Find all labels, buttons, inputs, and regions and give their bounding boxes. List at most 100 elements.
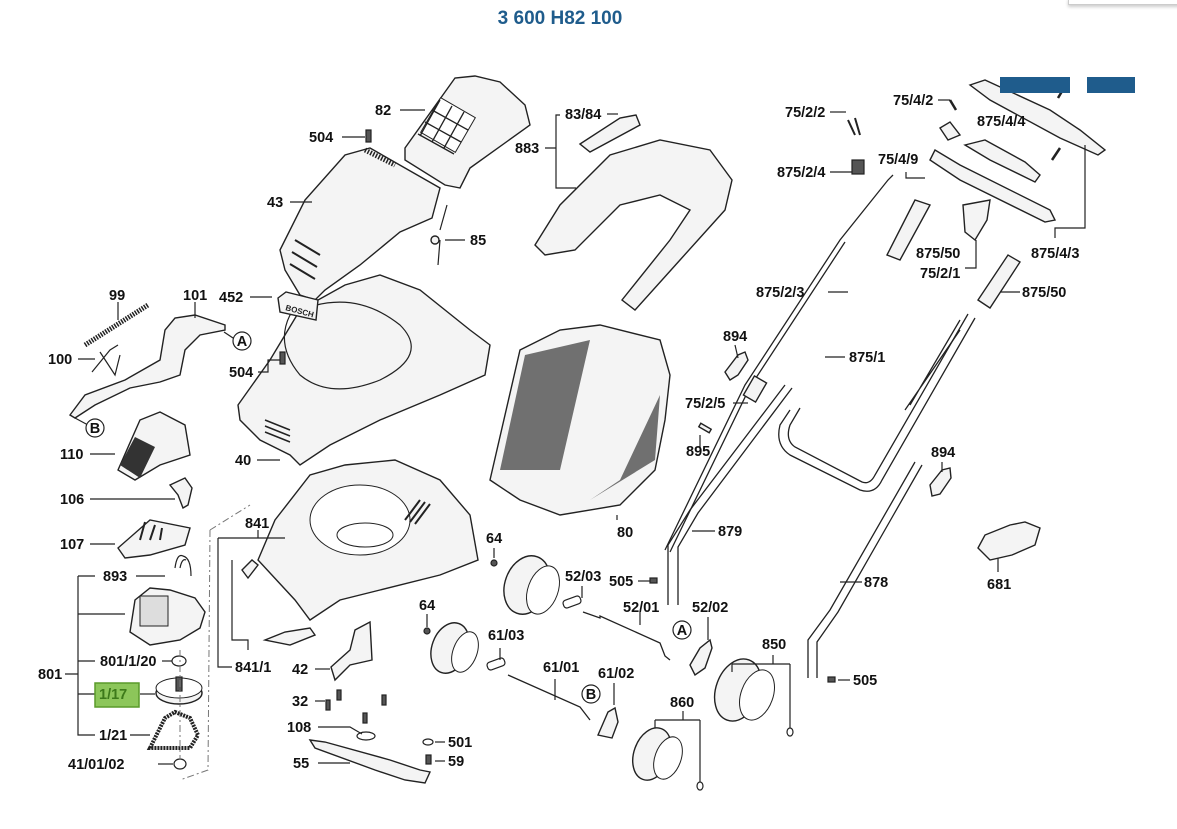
label-64-top[interactable]: 64 bbox=[486, 531, 502, 547]
label-801-1-20[interactable]: 801/1/20 bbox=[100, 654, 156, 670]
part-75-2-1-cup[interactable] bbox=[962, 199, 991, 242]
label-883[interactable]: 883 bbox=[515, 141, 539, 157]
part-875-4-3-handle-bar[interactable] bbox=[929, 149, 1057, 223]
part-841-1-flap[interactable] bbox=[262, 627, 317, 646]
label-894-right[interactable]: 894 bbox=[931, 445, 955, 461]
label-895[interactable]: 895 bbox=[686, 444, 710, 460]
label-504[interactable]: 504 bbox=[309, 130, 333, 146]
label-850[interactable]: 850 bbox=[762, 637, 786, 653]
part-110-cover[interactable] bbox=[117, 411, 191, 481]
label-80[interactable]: 80 bbox=[617, 525, 633, 541]
label-875-50-left[interactable]: 875/50 bbox=[916, 246, 960, 262]
label-860[interactable]: 860 bbox=[670, 695, 694, 711]
label-99[interactable]: 99 bbox=[109, 288, 125, 304]
label-43[interactable]: 43 bbox=[267, 195, 283, 211]
label-108[interactable]: 108 bbox=[287, 720, 311, 736]
label-61-03[interactable]: 61/03 bbox=[488, 628, 524, 644]
part-106-switch[interactable] bbox=[168, 477, 193, 510]
part-501-washer[interactable] bbox=[422, 738, 434, 746]
part-505-screw[interactable] bbox=[649, 577, 658, 584]
part-64-nut[interactable] bbox=[423, 627, 431, 635]
part-43-upper-housing[interactable] bbox=[279, 147, 441, 301]
part-875-50-tube[interactable] bbox=[886, 199, 932, 261]
label-85[interactable]: 85 bbox=[470, 233, 486, 249]
part-841-flap[interactable] bbox=[241, 559, 259, 580]
label-42[interactable]: 42 bbox=[292, 662, 308, 678]
label-75-2-5[interactable]: 75/2/5 bbox=[685, 396, 725, 412]
label-106[interactable]: 106 bbox=[60, 492, 84, 508]
part-504-screw[interactable] bbox=[365, 129, 372, 143]
part-875-1-upper-handle[interactable] bbox=[778, 313, 976, 492]
label-505-upper[interactable]: 505 bbox=[609, 574, 633, 590]
part-41-01-02-bearing[interactable] bbox=[173, 758, 187, 770]
label-841[interactable]: 841 bbox=[245, 516, 269, 532]
label-110[interactable]: 110 bbox=[60, 447, 83, 463]
part-40-chassis[interactable] bbox=[237, 274, 491, 466]
label-875-1[interactable]: 875/1 bbox=[849, 350, 885, 366]
label-82[interactable]: 82 bbox=[375, 103, 391, 119]
label-52-03[interactable]: 52/03 bbox=[565, 569, 601, 585]
label-40[interactable]: 40 bbox=[235, 453, 251, 469]
part-895-pin[interactable] bbox=[697, 422, 713, 434]
part-505-screw[interactable] bbox=[827, 676, 836, 683]
label-107[interactable]: 107 bbox=[60, 537, 84, 553]
label-75-4-9[interactable]: 75/4/9 bbox=[878, 152, 918, 168]
label-452[interactable]: 452 bbox=[219, 290, 243, 306]
part-wheel-front-left[interactable] bbox=[424, 617, 483, 678]
label-75-4-2[interactable]: 75/4/2 bbox=[893, 93, 933, 109]
part-64-nut[interactable] bbox=[490, 559, 498, 567]
part-801-motor[interactable] bbox=[129, 587, 206, 646]
part-99-spring[interactable] bbox=[83, 302, 150, 348]
label-83-84[interactable]: 83/84 bbox=[565, 107, 601, 123]
part-1-21-belt[interactable] bbox=[146, 709, 201, 750]
part-52-03-bushing[interactable] bbox=[562, 595, 582, 609]
part-wheel-rear-left[interactable] bbox=[496, 549, 566, 620]
label-75-2-1[interactable]: 75/2/1 bbox=[920, 266, 960, 282]
part-893-cable[interactable] bbox=[174, 554, 192, 577]
label-64-bottom[interactable]: 64 bbox=[419, 598, 435, 614]
label-879[interactable]: 879 bbox=[718, 524, 742, 540]
part-850-wheel[interactable] bbox=[706, 652, 781, 727]
label-841-1[interactable]: 841/1 bbox=[235, 660, 271, 676]
label-505-lower[interactable]: 505 bbox=[853, 673, 877, 689]
part-59-screw[interactable] bbox=[425, 754, 432, 765]
label-41-01-02[interactable]: 41/01/02 bbox=[68, 757, 124, 773]
label-875-4-4[interactable]: 875/4/4 bbox=[977, 114, 1025, 130]
label-893[interactable]: 893 bbox=[103, 569, 127, 585]
part-75-2-5-clamp[interactable] bbox=[742, 375, 768, 403]
part-82-lid[interactable] bbox=[404, 75, 531, 189]
label-52-01[interactable]: 52/01 bbox=[623, 600, 659, 616]
part-80-grass-bag[interactable] bbox=[489, 324, 671, 516]
label-61-02[interactable]: 61/02 bbox=[598, 666, 634, 682]
label-100[interactable]: 100 bbox=[48, 352, 72, 368]
label-1-21[interactable]: 1/21 bbox=[99, 728, 127, 744]
label-501[interactable]: 501 bbox=[448, 735, 472, 751]
part-100-wire[interactable] bbox=[91, 344, 121, 377]
label-75-2-2[interactable]: 75/2/2 bbox=[785, 105, 825, 121]
part-875-2-4-clip[interactable] bbox=[851, 159, 865, 175]
part-52-01-axle[interactable] bbox=[582, 611, 671, 661]
part-101-lever[interactable] bbox=[68, 314, 226, 419]
part-52-02-lever[interactable] bbox=[689, 638, 713, 677]
part-841-deck[interactable] bbox=[257, 459, 479, 621]
label-801[interactable]: 801 bbox=[38, 667, 62, 683]
part-83-84-grip[interactable] bbox=[578, 114, 641, 153]
part-85-spring[interactable] bbox=[430, 204, 448, 266]
part-107-base[interactable] bbox=[117, 519, 191, 559]
part-lever-small[interactable] bbox=[939, 121, 962, 141]
part-860-wheel[interactable] bbox=[626, 722, 688, 785]
part-32-screws[interactable] bbox=[325, 689, 387, 724]
label-1-17[interactable]: 1/17 bbox=[99, 687, 127, 703]
part-504-screw-lower[interactable] bbox=[279, 351, 286, 365]
part-452-label[interactable]: BOSCH bbox=[277, 291, 319, 321]
label-32[interactable]: 32 bbox=[292, 694, 308, 710]
label-61-01[interactable]: 61/01 bbox=[543, 660, 579, 676]
part-894-knob[interactable] bbox=[724, 351, 749, 381]
label-894-left[interactable]: 894 bbox=[723, 329, 747, 345]
label-878[interactable]: 878 bbox=[864, 575, 888, 591]
part-55-blade[interactable] bbox=[308, 739, 432, 784]
part-61-01-axle[interactable] bbox=[507, 674, 591, 721]
label-52-02[interactable]: 52/02 bbox=[692, 600, 728, 616]
part-801-1-20-bearing[interactable] bbox=[171, 655, 187, 667]
label-101[interactable]: 101 bbox=[183, 288, 207, 304]
